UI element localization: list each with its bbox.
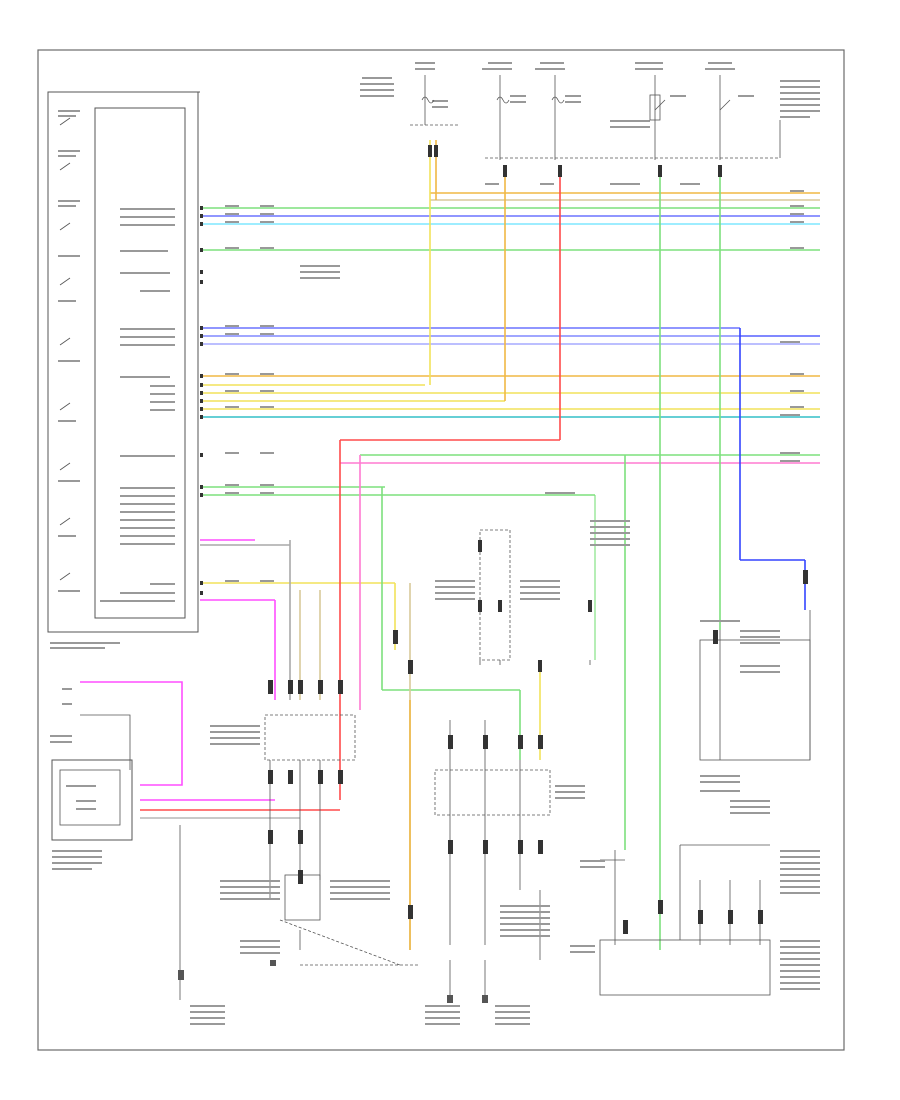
vertical-wires [200,140,806,950]
wire-code-labels [225,183,804,582]
top-fuse-labels [360,62,820,128]
connector-pins [200,145,808,934]
center-connectors [264,529,811,1000]
bottom-left-module [50,681,340,1000]
top-fuse-symbols [410,75,781,160]
left-control-module [47,91,200,649]
horizontal-wires [200,192,820,584]
component-labels [190,265,820,1025]
diagram-border [37,49,845,1051]
ground-terminals [270,960,488,1003]
